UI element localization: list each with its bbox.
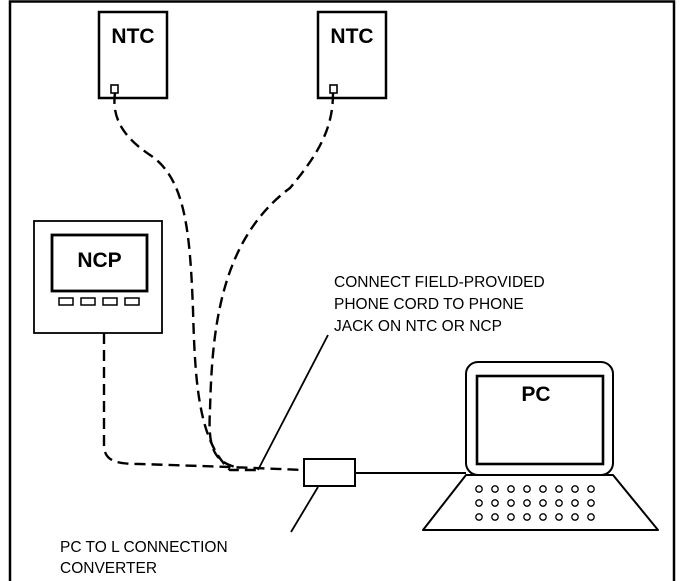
- keyboard-key: [555, 513, 563, 521]
- ntc-right-label: NTC: [330, 25, 373, 48]
- ntc-left-box: [97, 10, 169, 100]
- ntc-right: NTC: [316, 10, 388, 100]
- ntc-right-box: [316, 10, 388, 100]
- keyboard-key: [475, 513, 483, 521]
- ntc-left-jack: [110, 84, 119, 94]
- phone-cord-ntc-right: [208, 92, 335, 470]
- pc-to-l-converter: [303, 458, 356, 487]
- cord-note-line3: JACK ON NTC OR NCP: [334, 318, 502, 335]
- keyboard-key: [523, 513, 531, 521]
- keyboard-key: [539, 499, 547, 507]
- pc-keyboard: [475, 485, 595, 521]
- ncp-button: [124, 297, 140, 306]
- keyboard-key: [491, 499, 499, 507]
- cord-note-line1: CONNECT FIELD-PROVIDED: [334, 274, 545, 291]
- ntc-right-jack: [329, 84, 338, 94]
- keyboard-key: [507, 499, 515, 507]
- keyboard-key: [539, 485, 547, 493]
- converter-note-line1: PC TO L CONNECTION: [60, 539, 228, 556]
- keyboard-key: [523, 485, 531, 493]
- converter-note: PC TO L CONNECTION CONVERTER: [60, 539, 228, 577]
- ncp-button: [80, 297, 96, 306]
- keyboard-key: [571, 499, 579, 507]
- keyboard-key: [491, 513, 499, 521]
- keyboard-key: [475, 485, 483, 493]
- keyboard-key: [555, 485, 563, 493]
- phone-cord-ntc-left: [113, 92, 260, 472]
- diagram-frame: [8, 0, 676, 581]
- phone-cord-ncp: [102, 333, 305, 472]
- cord-callout-leader: [257, 334, 329, 471]
- keyboard-key: [523, 499, 531, 507]
- ncp-display: [50, 233, 149, 293]
- keyboard-key: [539, 513, 547, 521]
- ncp-label: NCP: [77, 249, 121, 272]
- converter-callout-leader: [290, 486, 319, 533]
- keyboard-key: [587, 485, 595, 493]
- keyboard-key: [507, 513, 515, 521]
- ncp-button: [58, 297, 74, 306]
- ntc-left-label: NTC: [111, 25, 154, 48]
- ncp: NCP: [33, 220, 163, 334]
- keyboard-key: [475, 499, 483, 507]
- keyboard-key: [555, 499, 563, 507]
- keyboard-key: [571, 485, 579, 493]
- keyboard-key: [507, 485, 515, 493]
- keyboard-key: [587, 513, 595, 521]
- keyboard-key: [571, 513, 579, 521]
- ncp-button: [102, 297, 118, 306]
- cord-note-line2: PHONE CORD TO PHONE: [334, 296, 524, 313]
- keyboard-key: [587, 499, 595, 507]
- pc-laptop: PC: [422, 361, 659, 531]
- converter-note-line2: CONVERTER: [60, 560, 157, 577]
- ntc-left: NTC: [97, 10, 169, 100]
- pc-screen: [475, 374, 605, 466]
- keyboard-key: [491, 485, 499, 493]
- cord-note: CONNECT FIELD-PROVIDED PHONE CORD TO PHO…: [334, 274, 545, 335]
- pc-label: PC: [521, 383, 550, 406]
